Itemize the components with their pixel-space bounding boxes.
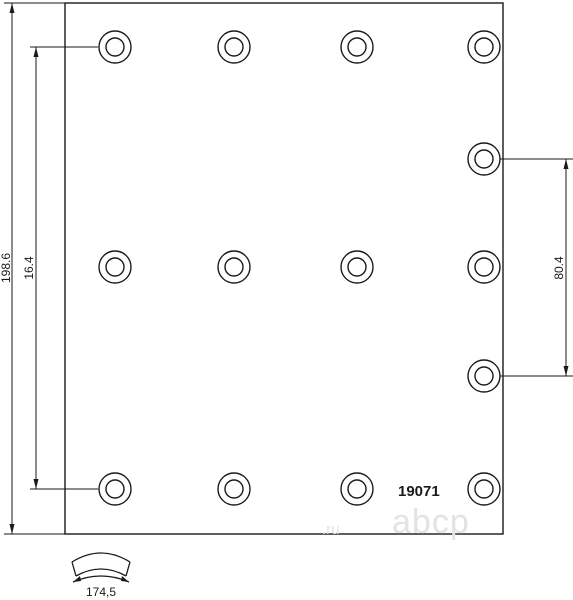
rivet-hole bbox=[98, 30, 132, 64]
pad-outline bbox=[64, 2, 504, 535]
rivet-hole bbox=[467, 142, 501, 176]
rivet-hole bbox=[340, 30, 374, 64]
rivet-span-label: 16.4 bbox=[22, 256, 36, 280]
watermark-brand: abcp bbox=[392, 503, 470, 541]
arc-width-label: 174,5 bbox=[86, 585, 116, 599]
rivet-hole bbox=[467, 359, 501, 393]
overall-height-dimension bbox=[4, 2, 65, 535]
rivet-hole bbox=[467, 30, 501, 64]
rivet-hole bbox=[217, 250, 251, 284]
curvature-arc-icon bbox=[71, 552, 131, 583]
rivet-hole bbox=[217, 472, 251, 506]
rivet-span-dimension bbox=[30, 46, 98, 490]
rivet-hole bbox=[340, 250, 374, 284]
right-hole-label: 80.4 bbox=[552, 256, 566, 280]
rivet-hole bbox=[467, 472, 501, 506]
part-number: 19071 bbox=[398, 483, 440, 500]
rivet-hole bbox=[217, 30, 251, 64]
rivet-hole bbox=[98, 472, 132, 506]
rivet-hole bbox=[467, 250, 501, 284]
watermark-suffix: .ru bbox=[322, 521, 340, 538]
overall-height-label: 198.6 bbox=[0, 253, 13, 283]
rivet-hole bbox=[98, 250, 132, 284]
rivet-hole bbox=[340, 472, 374, 506]
right-hole-dimension bbox=[500, 158, 573, 377]
rivet-holes bbox=[98, 30, 501, 506]
watermark: abcp .ru bbox=[322, 503, 470, 541]
